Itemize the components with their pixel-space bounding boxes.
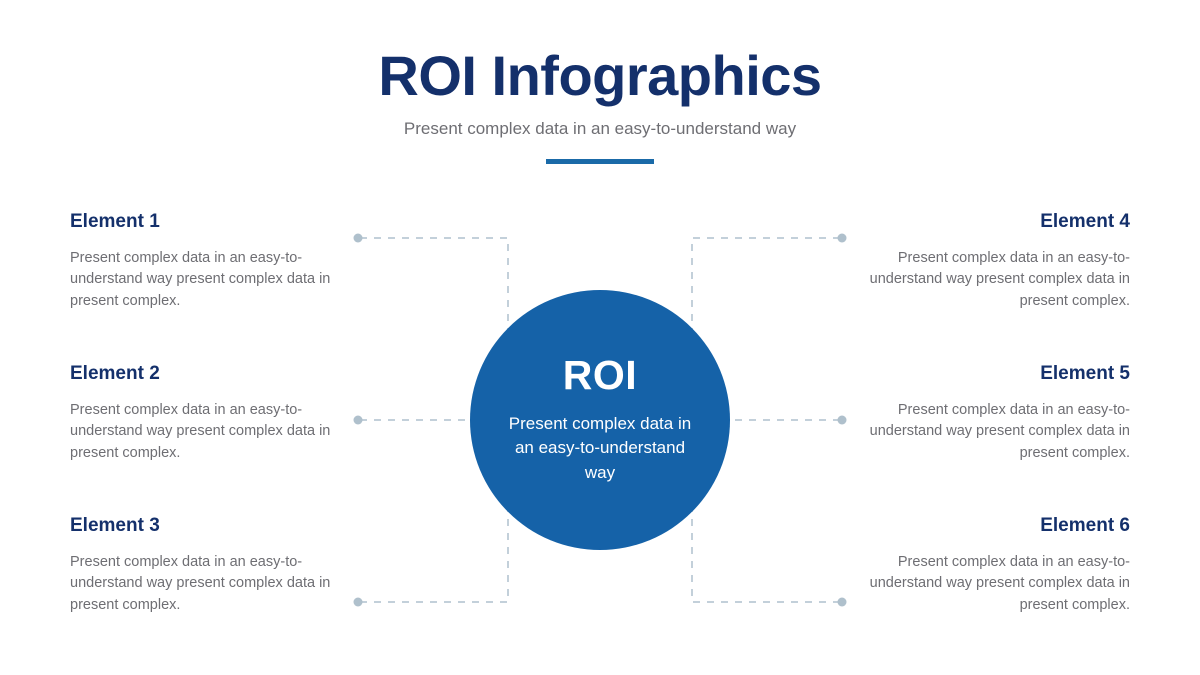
connector-endpoint-dot-element-6 bbox=[837, 597, 847, 607]
page-subtitle: Present complex data in an easy-to-under… bbox=[403, 119, 797, 139]
element-block-2: Element 2 Present complex data in an eas… bbox=[70, 363, 332, 464]
element-block-4: Element 4 Present complex data in an eas… bbox=[868, 211, 1130, 312]
element-body-1: Present complex data in an easy-to-under… bbox=[70, 249, 331, 309]
element-title-2: Element 2 bbox=[70, 363, 160, 384]
connector-path-element-3 bbox=[360, 510, 509, 603]
element-block-6: Element 6 Present complex data in an eas… bbox=[868, 515, 1130, 616]
element-title-5: Element 5 bbox=[1040, 363, 1130, 384]
element-title-4: Element 4 bbox=[1040, 211, 1130, 232]
element-block-3: Element 3 Present complex data in an eas… bbox=[70, 515, 332, 616]
center-circle-description: Present complex data in an easy-to-under… bbox=[508, 414, 692, 482]
element-body-5: Present complex data in an easy-to-under… bbox=[869, 401, 1130, 461]
element-body-3: Present complex data in an easy-to-under… bbox=[70, 553, 331, 613]
slide-header: ROI Infographics Present complex data in… bbox=[0, 44, 1200, 164]
connector-endpoint-dot-element-1 bbox=[353, 233, 363, 243]
center-circle: ROI Present complex data in an easy-to-u… bbox=[470, 290, 730, 550]
connector-path-element-4 bbox=[691, 237, 840, 330]
connector-endpoint-dot-element-5 bbox=[837, 415, 847, 425]
connector-path-element-1 bbox=[360, 237, 509, 330]
connector-endpoint-dot-element-3 bbox=[353, 597, 363, 607]
page-title: ROI Infographics bbox=[378, 44, 822, 107]
element-title-1: Element 1 bbox=[70, 211, 160, 232]
element-body-2: Present complex data in an easy-to-under… bbox=[70, 401, 331, 461]
title-underline-rule bbox=[546, 158, 654, 164]
connector-endpoint-dot-element-4 bbox=[837, 233, 847, 243]
element-body-6: Present complex data in an easy-to-under… bbox=[869, 553, 1130, 613]
element-block-5: Element 5 Present complex data in an eas… bbox=[868, 363, 1130, 464]
element-title-6: Element 6 bbox=[1040, 515, 1130, 536]
connector-endpoint-dot-element-2 bbox=[353, 415, 363, 425]
center-circle-title: ROI bbox=[562, 352, 638, 399]
element-block-1: Element 1 Present complex data in an eas… bbox=[70, 211, 332, 312]
connector-path-element-6 bbox=[691, 510, 840, 603]
element-body-4: Present complex data in an easy-to-under… bbox=[869, 249, 1130, 309]
element-title-3: Element 3 bbox=[70, 515, 160, 536]
